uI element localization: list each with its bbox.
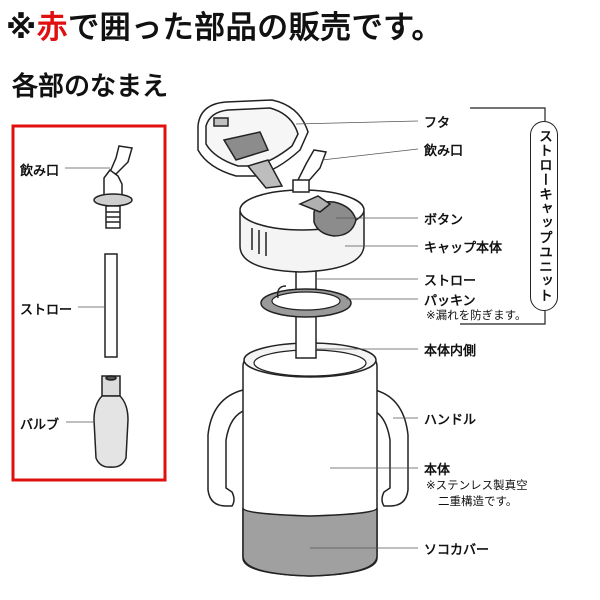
label-cap-body: キャップ本体 — [424, 241, 503, 256]
page-header: ※赤で囲った部品の販売です。 — [6, 2, 443, 47]
label-straw: ストロー — [424, 274, 477, 289]
button-illustration — [298, 195, 357, 237]
label-packing: パッキン — [424, 294, 476, 309]
header-rest: で囲った部品の販売です。 — [68, 10, 444, 46]
label-spout: 飲み口 — [424, 144, 464, 159]
label-sole-cover: ソコカバー — [424, 543, 490, 558]
handle-illustration — [207, 389, 409, 507]
spout-assembled — [292, 149, 328, 193]
unit-bracket-top — [470, 107, 546, 121]
body-note-line1: ※ステンレス製真空 — [426, 478, 528, 492]
straw-part-illustration — [104, 253, 118, 358]
packing-note: ※漏れを防ぎます。 — [426, 308, 527, 322]
packing-illustration — [260, 285, 352, 318]
spout-part-illustration — [93, 145, 133, 229]
header-prefix: ※ — [6, 10, 37, 46]
label-button: ボタン — [424, 213, 464, 228]
label-lid: フタ — [424, 116, 451, 131]
parts-heading: 各部のなまえ — [12, 72, 169, 102]
straw-cap-unit-bracket: ストローキャップユニット — [530, 121, 558, 311]
body-note-line2: 二重構造です。 — [438, 494, 518, 508]
straw-cap-unit-label: ストローキャップユニット — [536, 129, 552, 303]
label-inner: 本体内側 — [424, 344, 477, 359]
label-valve-left: バルブ — [20, 418, 60, 433]
label-handle: ハンドル — [424, 413, 477, 428]
valve-part-illustration — [93, 375, 129, 468]
label-drinking-spout-left: 飲み口 — [20, 164, 60, 179]
label-body: 本体 — [424, 463, 451, 478]
right-leader-lines — [295, 120, 419, 549]
sole-cover-illustration — [242, 507, 378, 577]
header-highlight: 赤 — [36, 10, 69, 46]
lid-illustration — [197, 99, 309, 189]
label-straw-left: ストロー — [20, 303, 73, 318]
unit-bracket-bottom — [460, 311, 546, 325]
sold-parts-box — [11, 124, 167, 482]
